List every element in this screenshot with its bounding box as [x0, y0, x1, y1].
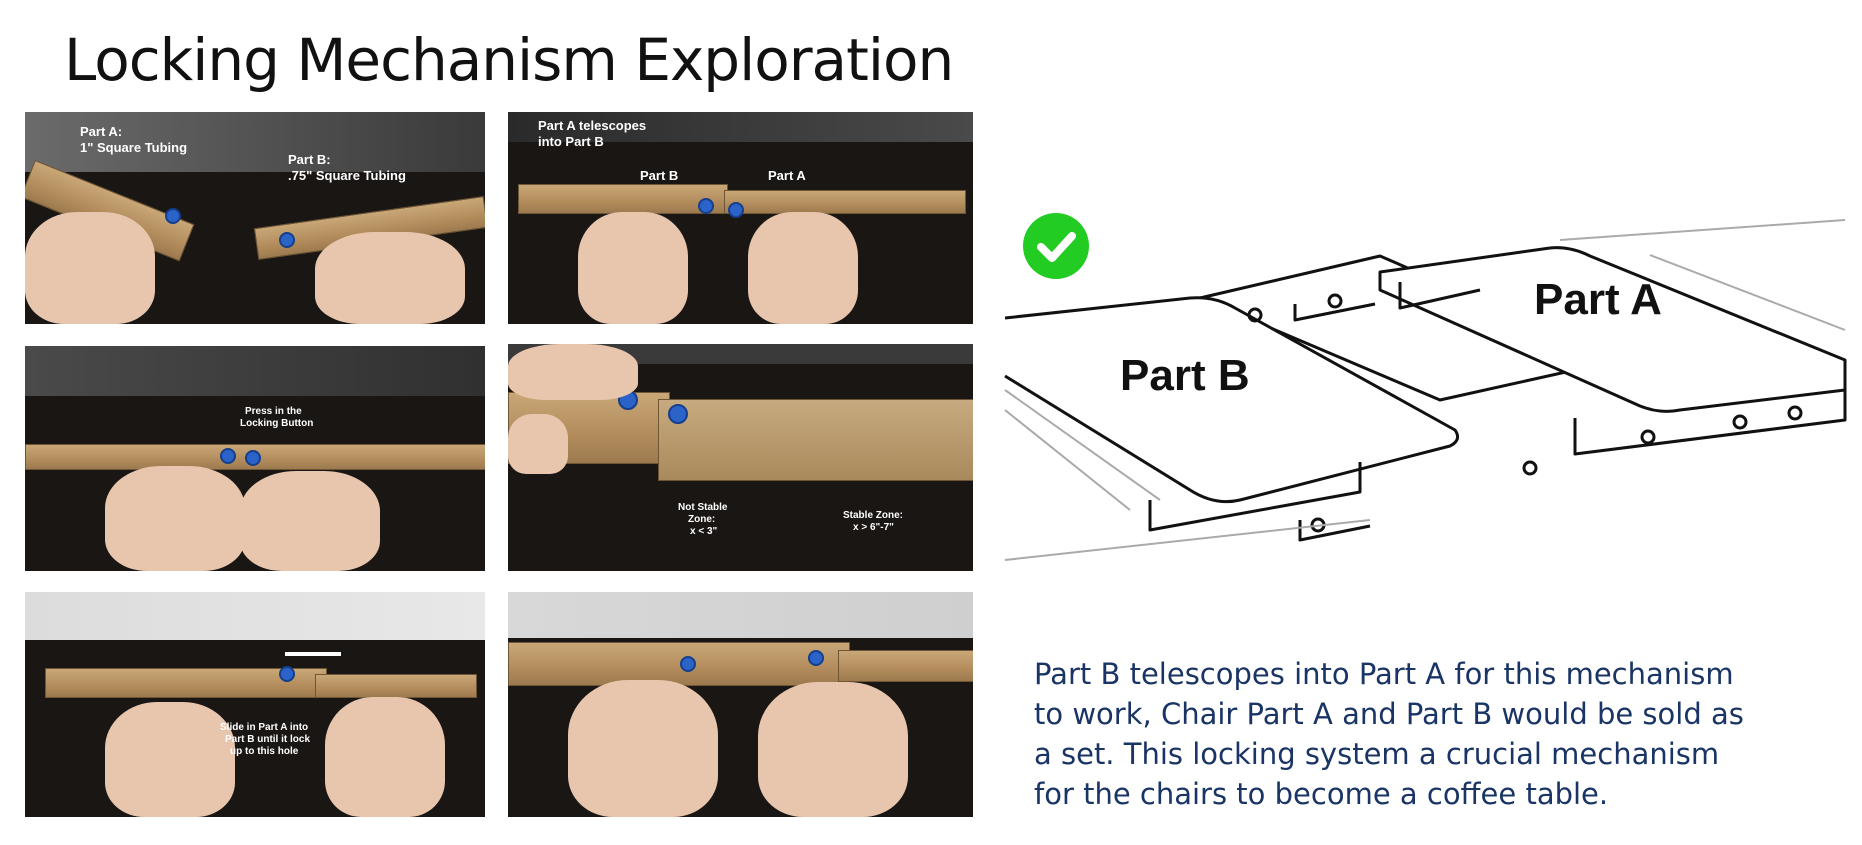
label-slide-in: Slide in Part A into [220, 722, 309, 733]
photo-stable-zones: Not Stable Zone: x < 3" Stable Zone: x >… [508, 344, 973, 571]
label-part-b: Part B [640, 168, 679, 183]
label-part-b-desc: .75" Square Tubing [288, 168, 406, 183]
label-locking-button: Locking Button [240, 418, 314, 429]
photo-slide-in: Slide in Part A into Part B until it loc… [25, 592, 485, 817]
label-into-part-b: into Part B [538, 134, 604, 149]
photo-telescoping: Part A telescopes into Part B Part B Par… [508, 112, 973, 324]
label-until-lock: Part B until it lock [225, 734, 311, 745]
table-line-drawing: Part B Part A [1004, 219, 1847, 561]
caption-line: to work, Chair Part A and Part B would b… [1034, 697, 1744, 731]
label-part-b: Part B: [288, 152, 331, 167]
label-part-a-desc: 1" Square Tubing [80, 140, 188, 155]
label-not-stable: Not Stable [678, 502, 728, 513]
drawing-label-part-a: Part A [1534, 275, 1662, 324]
label-part-a: Part A: [80, 124, 123, 139]
caption: Part B telescopes into Part A for this m… [1034, 654, 1754, 814]
label-press: Press in the [245, 406, 302, 417]
label-stable-zone: Stable Zone: [843, 510, 904, 521]
label-not-stable-zone: Zone: [688, 514, 716, 525]
photo-press-button: Press in the Locking Button [25, 346, 485, 571]
photo-locked [508, 592, 973, 817]
page-title: Locking Mechanism Exploration [64, 26, 954, 94]
label-part-a: Part A [768, 168, 806, 183]
label-telescopes: Part A telescopes [538, 118, 647, 133]
caption-line: for the chairs to become a coffee table. [1034, 777, 1609, 811]
label-not-stable-x: x < 3" [690, 526, 718, 537]
caption-line: a set. This locking system a crucial mec… [1034, 737, 1720, 771]
label-stable-x: x > 6"-7" [853, 522, 894, 533]
caption-line: Part B telescopes into Part A for this m… [1034, 657, 1734, 691]
label-this-hole: up to this hole [230, 746, 299, 757]
check-circle-icon [1023, 213, 1089, 279]
drawing-label-part-b: Part B [1120, 351, 1250, 400]
photo-parts-separate: Part A: 1" Square Tubing Part B: .75" Sq… [25, 112, 485, 324]
